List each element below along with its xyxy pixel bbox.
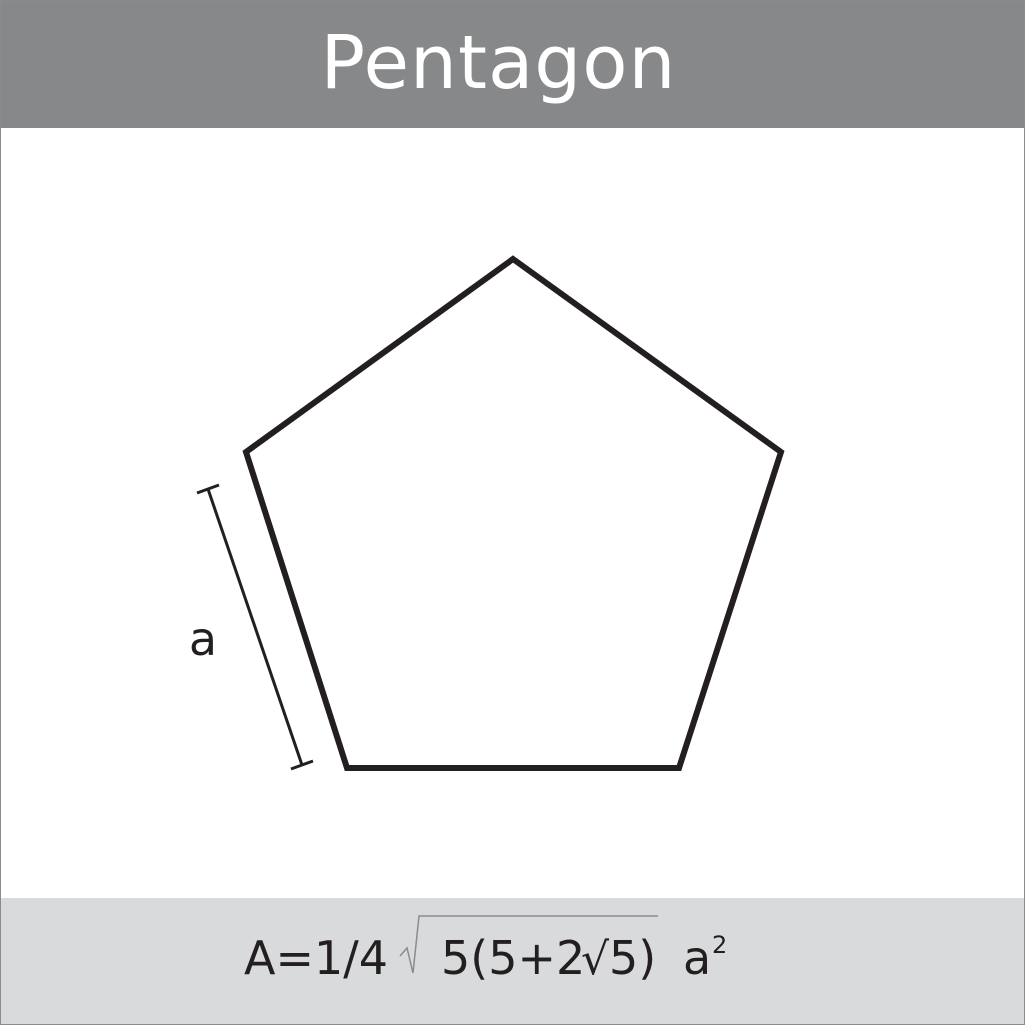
- inner-radical-icon: √: [581, 934, 610, 985]
- dimension-tick-bottom: [290, 759, 314, 771]
- dimension-tick-top: [196, 483, 220, 495]
- pentagon-diagram: a: [189, 255, 785, 771]
- formula-radicand: 5(5+2: [441, 931, 585, 985]
- side-label: a: [189, 612, 217, 666]
- outer-radical-sign: [399, 915, 658, 974]
- formula-bar: A=1/4 5(5+2 √ 5) a 2: [1, 898, 1024, 1024]
- side-length-dimension: a: [189, 483, 314, 771]
- pentagon-shape: [242, 255, 785, 771]
- page-title: Pentagon: [320, 20, 677, 106]
- formula-inner-radicand: 5): [609, 931, 656, 985]
- formula-lhs: A=1/4: [244, 931, 388, 985]
- dimension-line: [206, 488, 304, 766]
- formula-variable: a: [683, 931, 711, 985]
- header-bar: Pentagon: [1, 1, 1024, 128]
- area-formula: A=1/4 5(5+2 √ 5) a 2: [244, 915, 727, 985]
- formula-exponent: 2: [712, 931, 727, 959]
